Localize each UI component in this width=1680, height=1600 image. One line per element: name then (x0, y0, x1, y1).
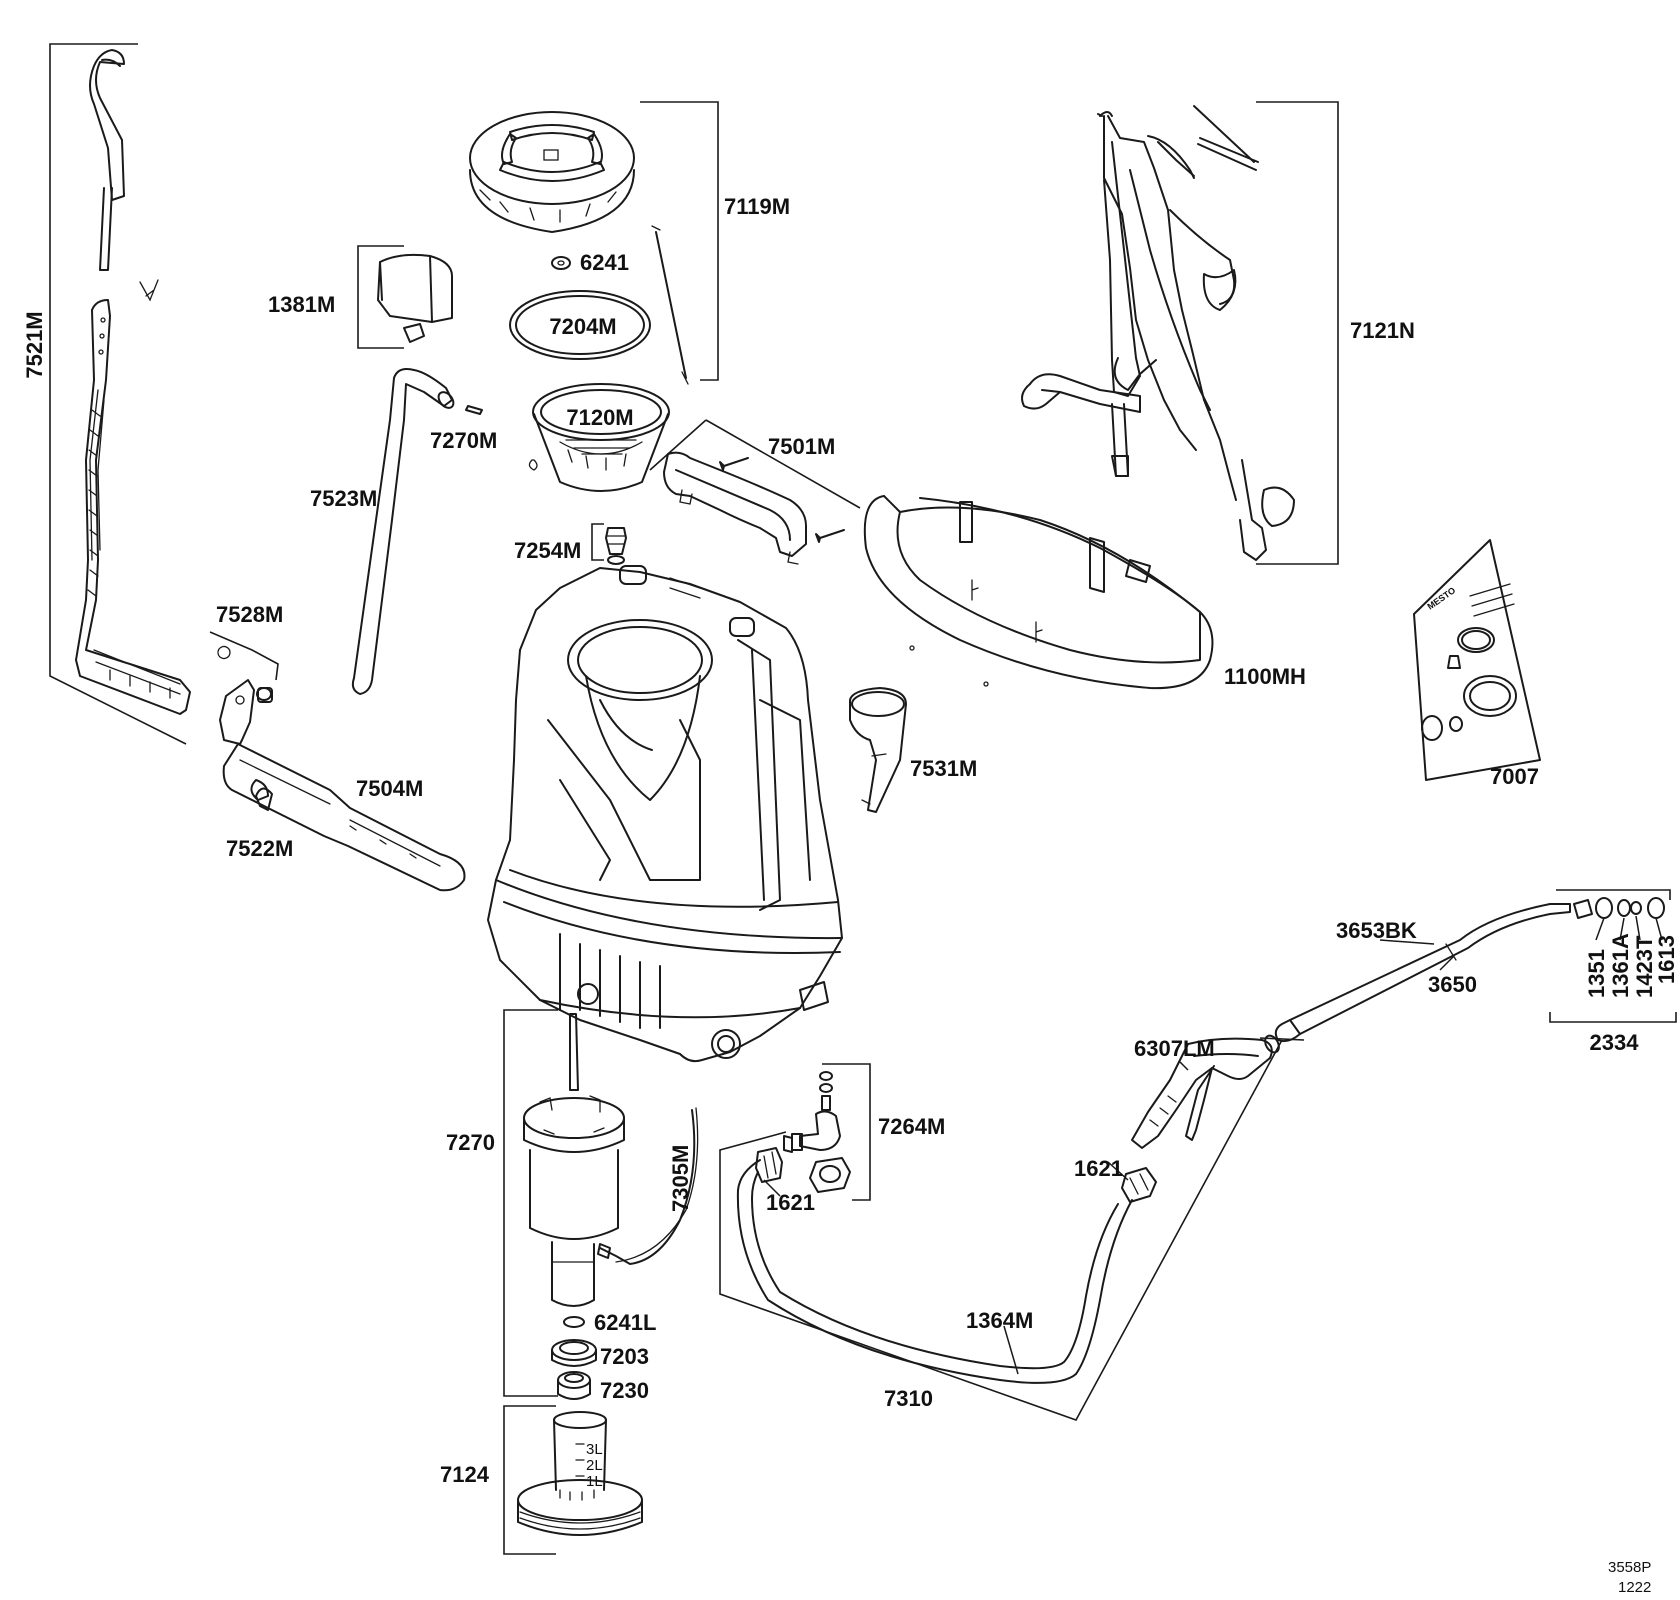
seal-kit-group: MESTO 7007 (1413, 539, 1541, 789)
cup-mark-2l: 2L (586, 1457, 603, 1474)
shaft-group: 7528M 7504M 7522M (209, 602, 466, 892)
label-7270: 7270 (446, 1130, 495, 1155)
label-1423T: 1423T (1632, 935, 1657, 998)
label-7254M: 7254M (514, 538, 581, 563)
label-3650: 3650 (1428, 972, 1477, 997)
measuring-cup-group: 3L 2L 1L 7124 (440, 1405, 643, 1555)
hose-group: 1364M 7310 (719, 1039, 1283, 1421)
label-1613: 1613 (1654, 935, 1679, 984)
lance-holder-group: 7531M (849, 687, 977, 813)
label-7522M: 7522M (226, 836, 293, 861)
hip-belt-group: 1100MH (863, 495, 1306, 690)
valve-group: 7254M (514, 523, 627, 565)
label-7264M: 7264M (878, 1114, 945, 1139)
label-1621-pump: 1621 (766, 1190, 815, 1215)
label-7501M: 7501M (768, 434, 835, 459)
holder-group: 1381M (268, 245, 453, 349)
trigger-gun-group: 6307LM (1131, 1034, 1305, 1149)
drawing-code-group: 3558P 1222 (1608, 1559, 1651, 1596)
label-1361A: 1361A (1608, 933, 1633, 998)
label-1364M: 1364M (966, 1308, 1033, 1333)
label-7119M: 7119M (724, 194, 790, 219)
label-7523M: 7523M (310, 486, 377, 511)
label-7310: 7310 (884, 1386, 933, 1411)
label-1351: 1351 (1584, 949, 1609, 998)
label-6241L: 6241L (594, 1310, 656, 1335)
label-6307LM: 6307LM (1134, 1036, 1215, 1061)
drawing-revision: 1222 (1618, 1579, 1651, 1596)
straps-group: 7121N (1021, 101, 1415, 565)
label-7124: 7124 (440, 1462, 490, 1487)
label-1100MH: 1100MH (1224, 664, 1306, 689)
label-6241: 6241 (580, 250, 629, 275)
pump-group: 7270 7305M 6241L 7203 7230 (446, 1009, 699, 1403)
lever-handle-group: 7521M (22, 43, 191, 745)
lance-group: 1351 1361A 1423T 1613 2334 3653BK 3650 (1274, 889, 1679, 1055)
label-3653BK: 3653BK (1336, 918, 1417, 943)
label-1621-gun: 1621 (1074, 1156, 1123, 1181)
label-7121N: 7121N (1350, 318, 1415, 343)
label-2334: 2334 (1590, 1030, 1640, 1055)
label-7204M: 7204M (549, 314, 616, 339)
label-7531M: 7531M (910, 756, 977, 781)
label-7007: 7007 (1490, 764, 1539, 789)
lid-assembly-group: 6241 7204M 7119M (469, 101, 790, 385)
drawing-code: 3558P (1608, 1559, 1651, 1576)
label-1381M: 1381M (268, 292, 335, 317)
label-7230: 7230 (600, 1378, 649, 1403)
label-7528M: 7528M (216, 602, 283, 627)
label-7270M: 7270M (430, 428, 497, 453)
label-7521M: 7521M (22, 311, 47, 378)
rod-group: 7270M 7523M (310, 368, 497, 695)
label-7120M: 7120M (566, 405, 633, 430)
cup-mark-3l: 3L (586, 1441, 603, 1458)
fittings-group: 7264M 1621 1621 (755, 1063, 1157, 1215)
tank-body-group (487, 565, 843, 1063)
label-7305M: 7305M (668, 1145, 693, 1212)
label-7203: 7203 (600, 1344, 649, 1369)
strainer-group: 7120M (528, 383, 670, 492)
handle-group: 7501M (649, 419, 861, 565)
label-7504M: 7504M (356, 776, 423, 801)
